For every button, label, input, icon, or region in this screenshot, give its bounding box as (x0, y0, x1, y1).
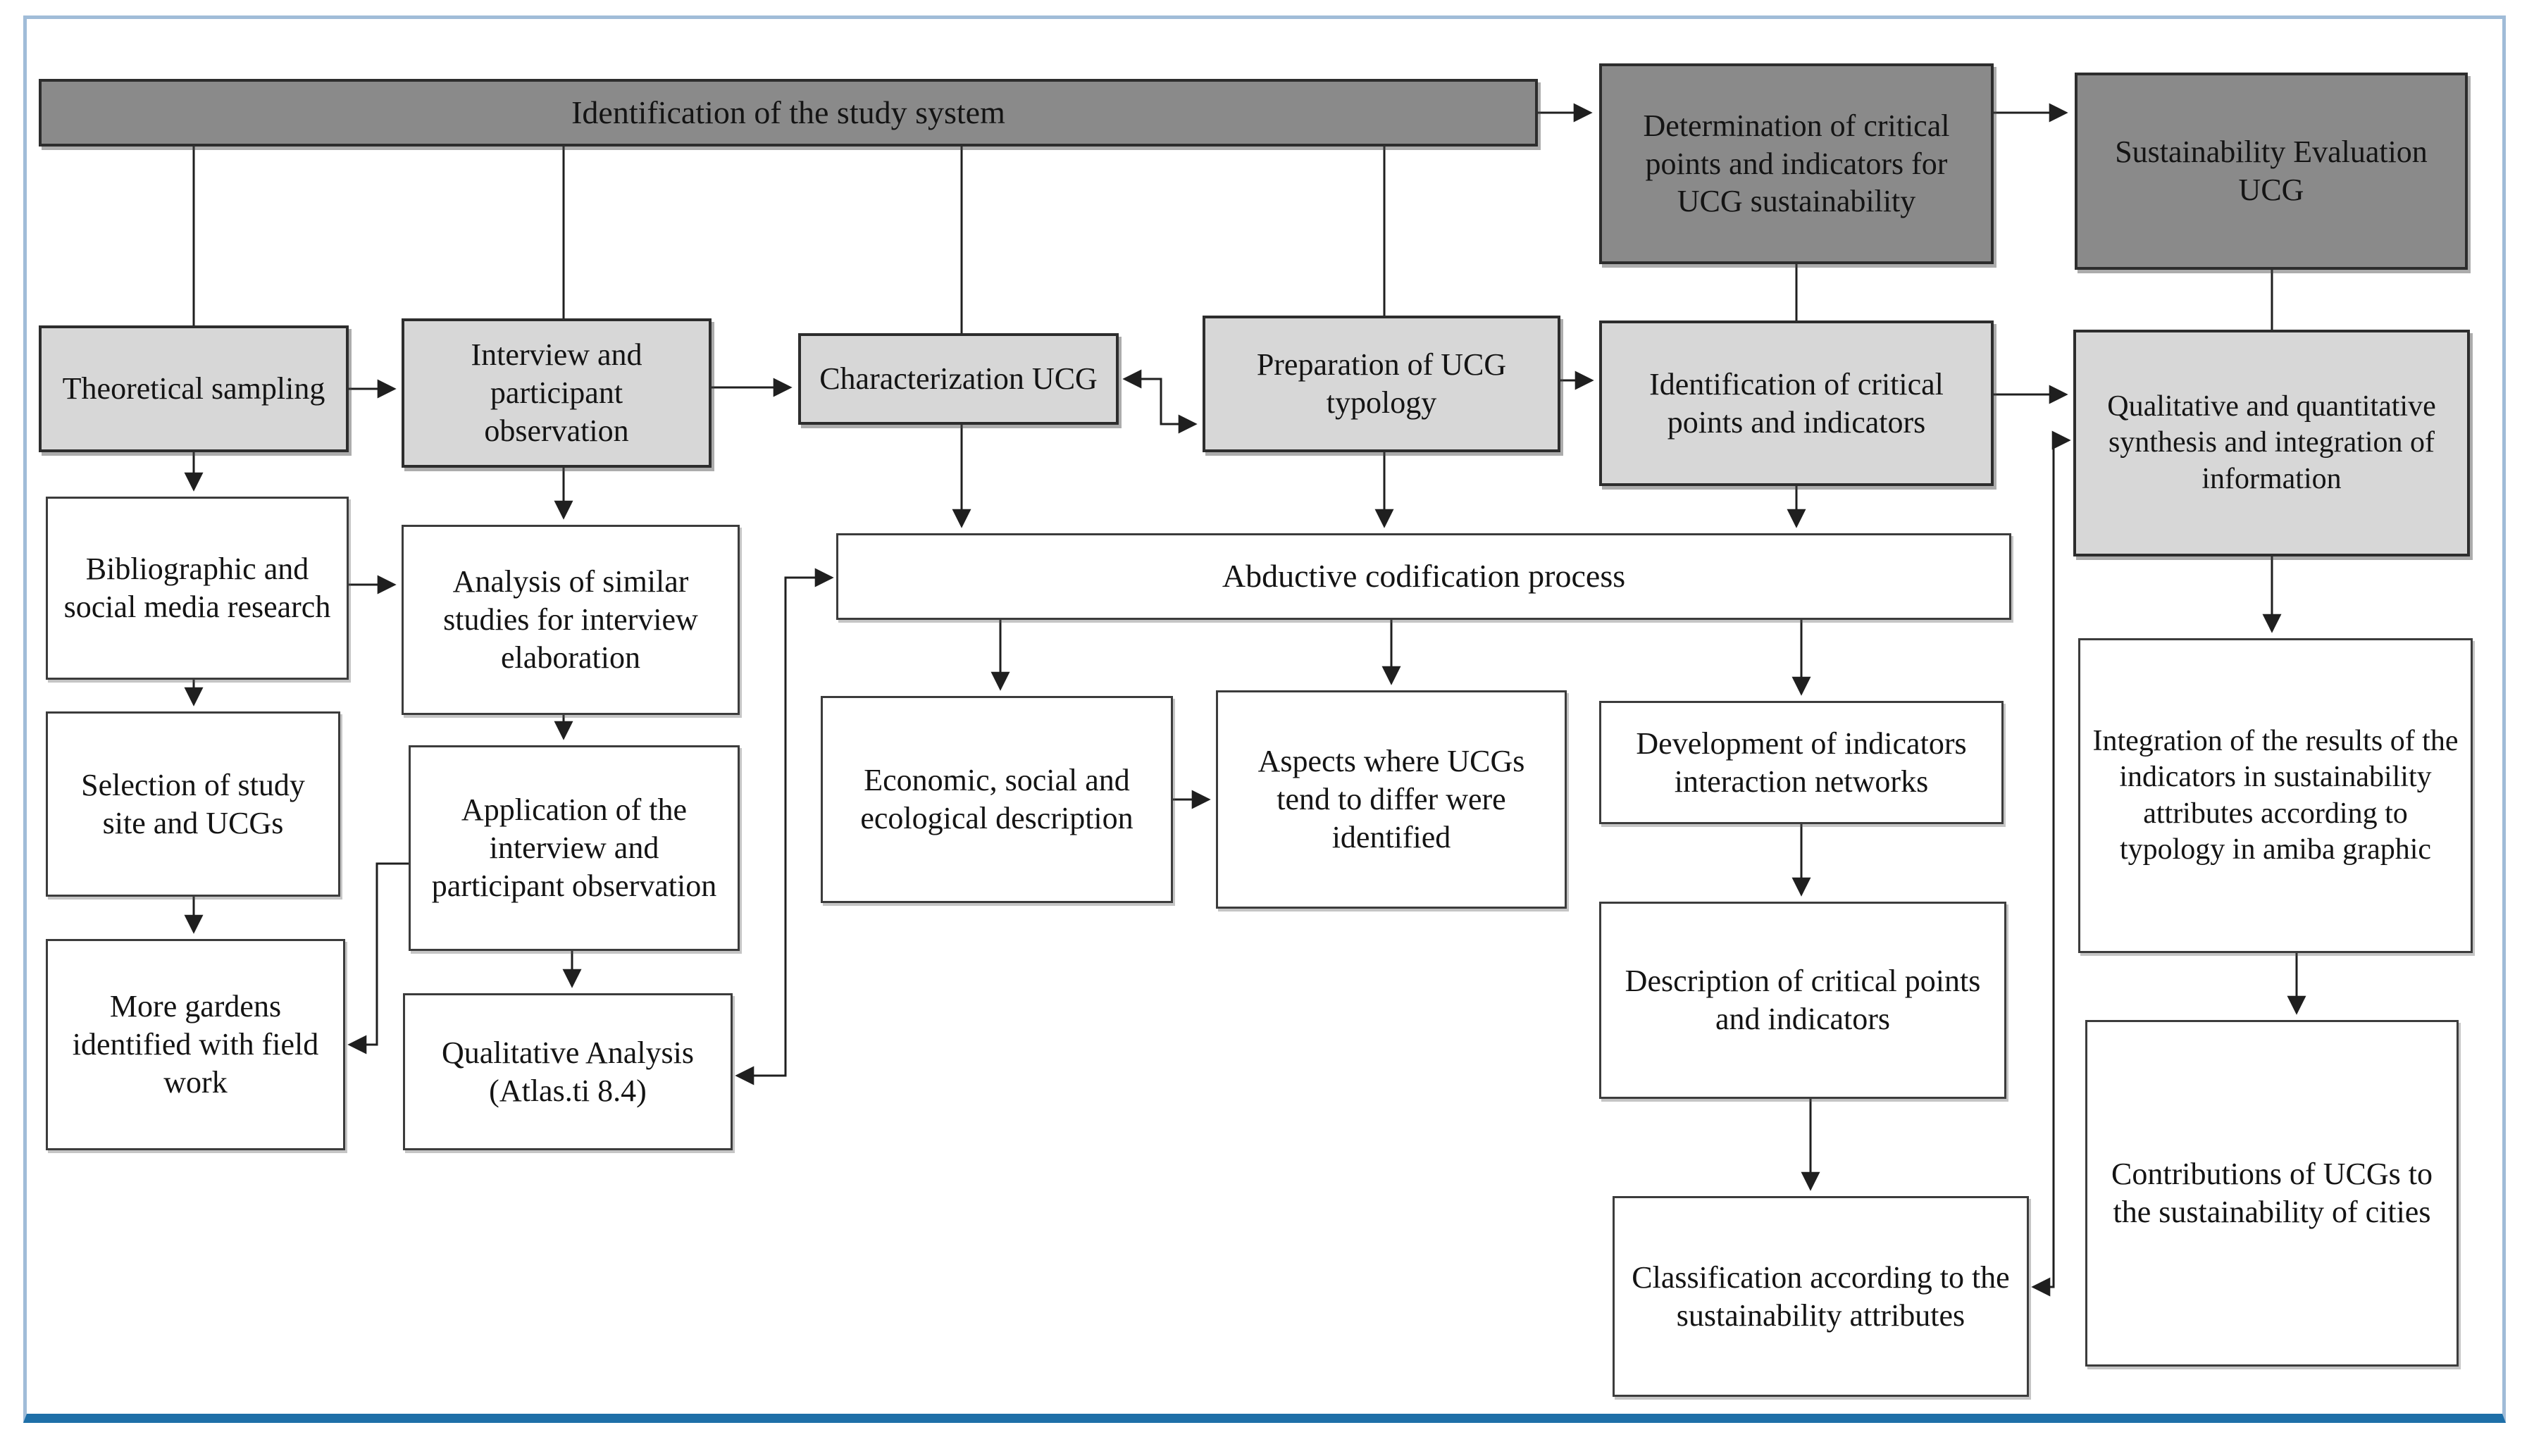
node-abductive-process: Abductive codification process (836, 533, 2011, 620)
node-description-critical: Description of critical points and indic… (1599, 902, 2006, 1099)
node-interview-observation: Interview and participant observation (402, 318, 712, 468)
node-aspects-differ: Aspects where UCGs tend to differ were i… (1216, 690, 1567, 909)
node-integration-results: Integration of the results of the indica… (2078, 638, 2473, 953)
node-preparation-typology: Preparation of UCG typology (1203, 316, 1560, 452)
node-sustainability-evaluation: Sustainability Evaluation UCG (2075, 73, 2468, 270)
node-bibliographic-research: Bibliographic and social media research (46, 497, 349, 680)
node-selection-study-site: Selection of study site and UCGs (46, 711, 340, 897)
node-application-interview: Application of the interview and partici… (409, 745, 740, 951)
node-contributions-cities: Contributions of UCGs to the sustainabil… (2085, 1020, 2459, 1367)
node-more-gardens: More gardens identified with field work (46, 939, 345, 1150)
node-theoretical-sampling: Theoretical sampling (39, 325, 349, 452)
node-development-networks: Development of indicators interaction ne… (1599, 701, 2004, 824)
node-economic-description: Economic, social and ecological descript… (821, 696, 1173, 903)
node-determination-critical: Determination of critical points and ind… (1599, 63, 1994, 264)
node-classification-attributes: Classification according to the sustaina… (1613, 1196, 2029, 1397)
figure-frame (23, 15, 2506, 1423)
node-qualitative-analysis: Qualitative Analysis (Atlas.ti 8.4) (403, 993, 733, 1150)
node-characterization-ucg: Characterization UCG (798, 333, 1119, 425)
node-identification-critical: Identification of critical points and in… (1599, 321, 1994, 486)
node-analysis-similar-studies: Analysis of similar studies for intervie… (402, 525, 740, 715)
node-qualitative-synthesis: Qualitative and quantitative synthesis a… (2073, 330, 2470, 556)
node-study-system: Identification of the study system (39, 79, 1538, 147)
